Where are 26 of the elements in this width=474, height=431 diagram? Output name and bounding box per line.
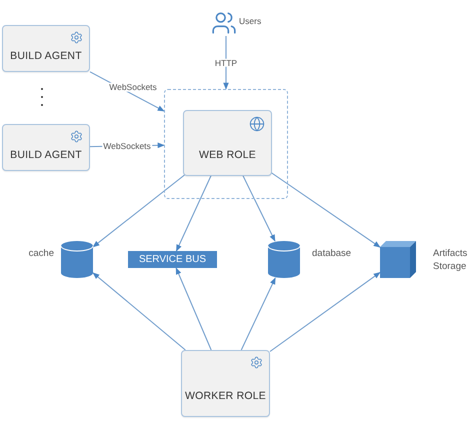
process-box: [183, 110, 272, 176]
node-title: SERVICE BUS: [138, 254, 206, 265]
edge-label: WebSockets: [102, 142, 152, 150]
arrow: [92, 272, 186, 350]
process-box: [2, 25, 90, 72]
process-box: [2, 124, 90, 171]
node-title: BUILD AGENT: [10, 50, 82, 62]
arrow: [176, 174, 212, 252]
arrow: [270, 172, 381, 248]
node-caption: database: [312, 248, 352, 261]
node-caption: Artifacts Storage: [433, 248, 468, 274]
arrow: [270, 272, 381, 352]
arrow: [92, 174, 186, 248]
node-title: WEB ROLE: [198, 149, 256, 161]
dashed-container: [164, 89, 288, 199]
edge-label: WebSockets: [108, 83, 158, 92]
bus-bar: [128, 251, 217, 268]
arrow: [176, 267, 212, 350]
node-caption: cache: [28, 248, 54, 261]
edge-label: HTTP: [214, 58, 238, 67]
node-title: BUILD AGENT: [10, 149, 82, 161]
arrow: [240, 277, 276, 350]
process-box: [181, 350, 270, 417]
arrow: [242, 174, 276, 242]
node-label: Users: [239, 16, 262, 26]
node-title: WORKER ROLE: [185, 390, 266, 402]
